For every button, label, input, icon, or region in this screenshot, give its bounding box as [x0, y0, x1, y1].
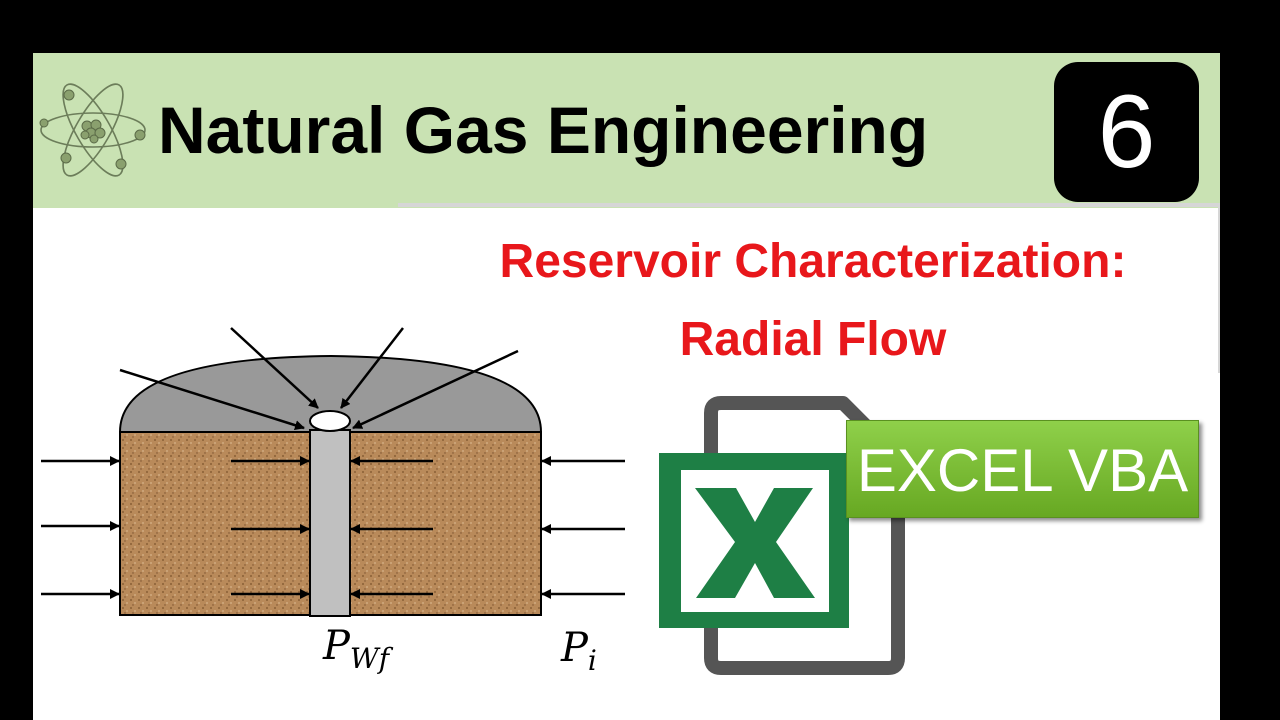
wellbore-pressure-label: PWf — [323, 623, 389, 675]
divider-line — [398, 203, 1220, 207]
pressure-subscript: i — [587, 644, 597, 677]
reservoir-cap — [118, 354, 543, 433]
pressure-symbol: P — [323, 623, 350, 669]
flow-arrow — [119, 368, 305, 431]
slide: Natural Gas Engineering 6 Reservoir Char… — [33, 53, 1220, 720]
title-banner: Natural Gas Engineering 6 — [33, 53, 1220, 208]
pressure-subscript: Wf — [349, 642, 390, 675]
excel-x-letter — [695, 488, 815, 598]
flow-arrow — [352, 349, 519, 430]
page-title: Natural Gas Engineering — [158, 93, 929, 167]
divider-line-vertical — [1218, 203, 1220, 373]
subtitle-line-1: Reservoir Characterization: — [499, 235, 1127, 288]
initial-pressure-label: Pi — [561, 625, 597, 677]
excel-vba-label: EXCEL VBA — [846, 420, 1199, 518]
radial-flow-diagram — [41, 327, 625, 617]
atom-icon — [39, 83, 146, 177]
pressure-symbol: P — [561, 625, 588, 671]
episode-badge: 6 — [1054, 62, 1199, 202]
subtitle-line-2: Radial Flow — [679, 313, 947, 366]
subtitle: Reservoir Characterization: Radial Flow — [423, 223, 1203, 379]
flow-arrow — [340, 327, 404, 409]
wellbore-top — [309, 410, 351, 432]
wellbore — [309, 429, 351, 617]
flow-arrow — [230, 327, 319, 409]
